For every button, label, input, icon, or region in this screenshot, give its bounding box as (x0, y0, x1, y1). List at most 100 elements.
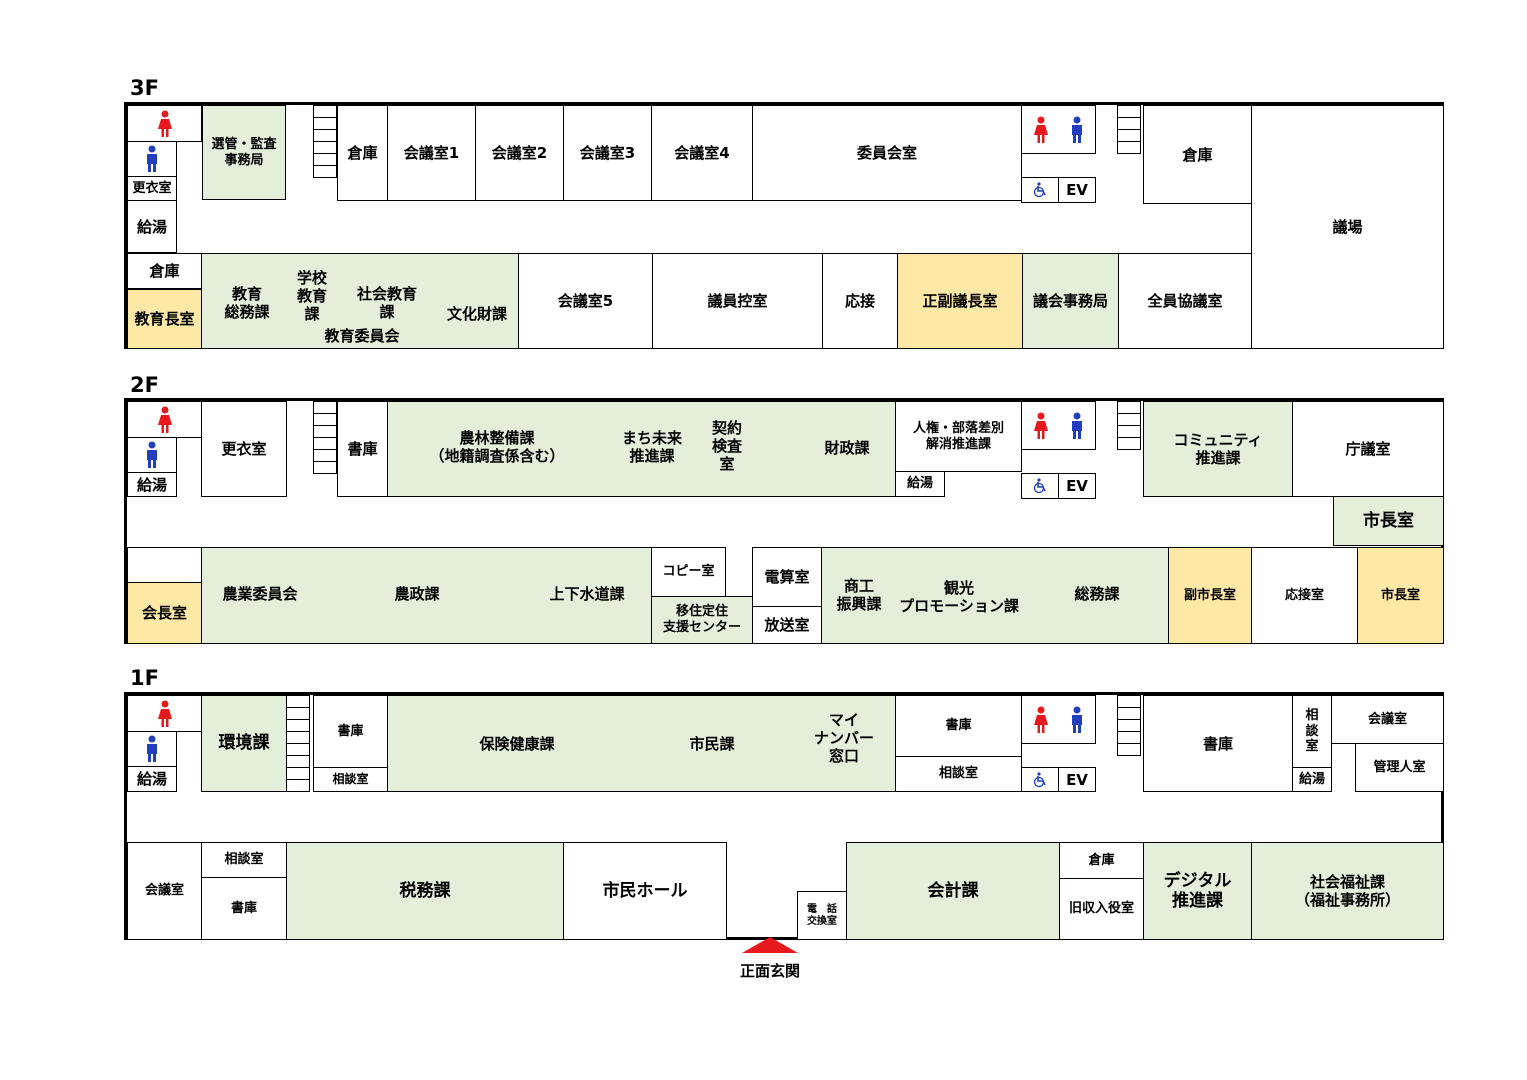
insurance-health-division: 保険健康課 (479, 735, 555, 753)
education-general-affairs: 教育 総務課 (224, 285, 270, 321)
female-toilet-icon (1033, 706, 1048, 733)
changing-room: 更衣室 (127, 176, 177, 201)
stairs-icon (313, 105, 337, 178)
computer-room: 電算室 (752, 547, 822, 607)
male-toilet-icon (147, 441, 157, 468)
male-toilet (127, 731, 177, 767)
toilets (1021, 401, 1096, 450)
female-toilet (127, 695, 202, 732)
chairman-room: 会長室 (127, 582, 202, 644)
mayor-office: 市長室 (1357, 547, 1444, 644)
archive-room: 書庫 (313, 695, 388, 768)
citizens-hall: 市民ホール (563, 842, 727, 940)
agriculture-block (201, 547, 652, 644)
chair-vice-chair-room: 正副議長室 (897, 253, 1023, 349)
male-toilet (127, 437, 177, 473)
toilets (1021, 105, 1096, 154)
finance-division: 財政課 (824, 439, 870, 457)
agriculture-forestry-division: 農林整備課 （地籍調査係含む） (429, 429, 565, 465)
citizens-block (387, 695, 896, 792)
kitchenette: 給湯 (127, 200, 177, 253)
floor-3f: 更衣室 給湯 倉庫 教育長室 選管・監査 事務局 倉庫 会議室1 会議室2 会議… (124, 102, 1444, 349)
stairs-icon (1117, 401, 1141, 450)
agricultural-policy-division: 農政課 (394, 585, 440, 603)
meeting-room: 会議室 (127, 842, 202, 940)
storage-room: 倉庫 (127, 253, 202, 289)
agricultural-committee: 農業委員会 (222, 585, 298, 603)
education-committee-area (201, 253, 519, 349)
male-toilet-icon (1072, 706, 1083, 733)
male-toilet-icon (1072, 116, 1083, 143)
digital-promotion-division: デジタル 推進課 (1143, 842, 1252, 940)
school-education-division: 学校 教育 課 (296, 269, 327, 323)
entrance-arrow-icon (742, 937, 798, 953)
storage-room: 倉庫 (337, 105, 388, 201)
consultation-room: 相談室 (313, 767, 388, 792)
male-toilet (127, 141, 177, 177)
consultation-room: 相 談 室 (1292, 695, 1332, 768)
kitchenette: 給湯 (127, 472, 177, 497)
stairs-icon (1117, 105, 1141, 154)
mayor-office: 市長室 (1333, 496, 1444, 546)
my-number-counter: マイ ナンバー 窓口 (813, 711, 874, 765)
floor-label-2f: 2F (130, 373, 159, 397)
storage-room: 倉庫 (1143, 105, 1252, 204)
kitchenette: 給湯 (895, 471, 945, 497)
water-sewage-division: 上下水道課 (549, 585, 625, 603)
former-treasurer-room: 旧収入役室 (1059, 878, 1144, 940)
reception-room: 応接室 (1251, 547, 1358, 644)
floor-label-1f: 1F (130, 666, 159, 690)
committee-room: 委員会室 (752, 105, 1022, 201)
accounting-division: 会計課 (846, 842, 1060, 940)
floor-label-3f: 3F (130, 76, 159, 100)
archive-room: 書庫 (337, 401, 388, 497)
wheelchair-icon (1033, 771, 1046, 787)
councillors-waiting-room: 議員控室 (652, 253, 823, 349)
machi-mirai-promotion-division: まち未来 推進課 (621, 429, 682, 465)
citizens-division: 市民課 (689, 735, 735, 753)
stairs-icon (286, 695, 310, 792)
education-committee-label: 教育委員会 (324, 327, 400, 345)
tax-division: 税務課 (286, 842, 564, 940)
copy-room: コピー室 (651, 547, 726, 597)
assembly-hall: 議場 (1251, 105, 1444, 349)
meeting-room-5: 会議室5 (518, 253, 653, 349)
contract-inspection-office: 契約 検査 室 (711, 419, 742, 473)
wheelchair-icon (1033, 478, 1046, 494)
cultural-assets-division: 文化財課 (446, 305, 507, 323)
female-toilet (127, 401, 202, 438)
archive-room: 書庫 (895, 695, 1022, 757)
elevator: EV (1058, 177, 1096, 203)
consultation-room: 相談室 (201, 842, 287, 878)
kitchenette: 給湯 (127, 766, 177, 792)
council-secretariat: 議会事務局 (1022, 253, 1119, 349)
elevator: EV (1058, 767, 1096, 792)
tourism-promotion-division: 観光 プロモーション課 (899, 579, 1019, 615)
education-superintendent-room: 教育長室 (127, 289, 202, 349)
meeting-room-3: 会議室3 (563, 105, 652, 201)
social-welfare-division: 社会福祉課 （福祉事務所） (1251, 842, 1444, 940)
accessible-toilet (1021, 177, 1059, 203)
female-toilet-icon (157, 406, 172, 433)
caretaker-room: 管理人室 (1355, 743, 1444, 792)
female-toilet (127, 105, 202, 142)
broadcast-room: 放送室 (752, 606, 822, 644)
finance-block (387, 401, 896, 497)
female-toilet-icon (1033, 116, 1048, 143)
general-affairs-division: 総務課 (1074, 585, 1120, 603)
wheelchair-icon (1033, 182, 1046, 198)
male-toilet-icon (147, 145, 157, 172)
floor-2f: 給湯 更衣室 書庫 農林整備課 （地籍調査係含む） まち未来 推進課 契約 検査… (124, 398, 1444, 644)
telephone-exchange-room: 電 話 交換室 (797, 891, 847, 940)
elevator: EV (1058, 473, 1096, 499)
plenary-council-room: 全員協議室 (1118, 253, 1252, 349)
floor-1f: 給湯 環境課 書庫 相談室 保険健康課 市民課 マイ ナンバー 窓口 書庫 相談… (124, 692, 1444, 940)
stairs-icon (1117, 695, 1141, 756)
community-promotion-division: コミュニティ 推進課 (1143, 401, 1293, 497)
consultation-room: 相談室 (895, 756, 1022, 792)
election-audit-office: 選管・監査 事務局 (202, 105, 286, 200)
reception-room: 応接 (822, 253, 898, 349)
male-toilet-icon (1072, 412, 1083, 439)
changing-room: 更衣室 (201, 401, 287, 497)
female-toilet-icon (157, 110, 172, 137)
